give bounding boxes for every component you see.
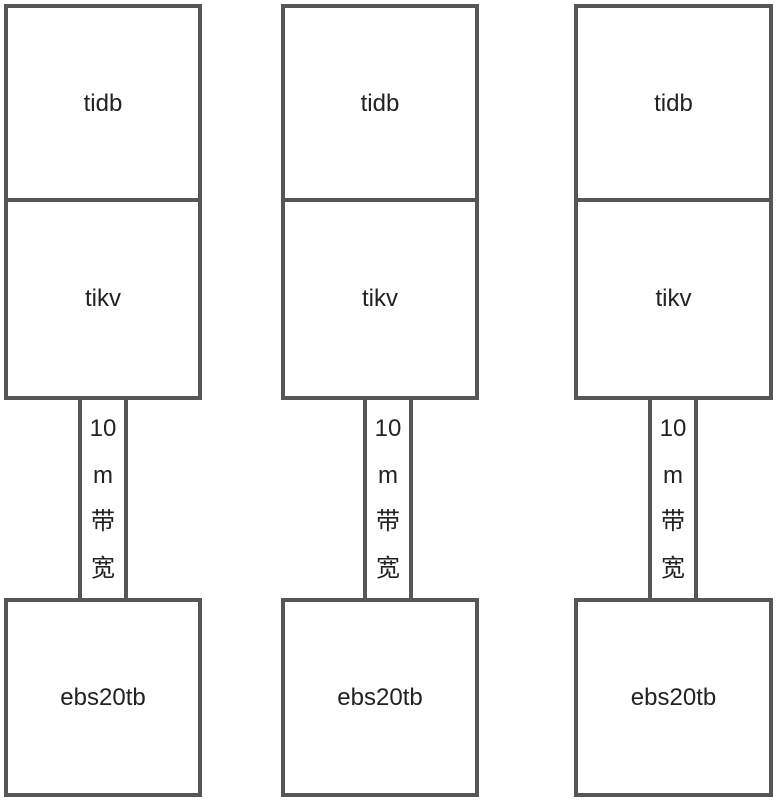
bandwidth-label-char: 宽 (91, 554, 115, 582)
tikv-node: tikv (281, 198, 479, 400)
tidb-node: tidb (4, 4, 202, 203)
tikv-node: tikv (4, 198, 202, 400)
ebs-storage-node: ebs20tb (4, 598, 202, 797)
bandwidth-label-char: 带 (91, 508, 115, 536)
bandwidth-label-char: 宽 (376, 554, 400, 582)
tidb-node: tidb (574, 4, 773, 203)
ebs-storage-node: ebs20tb (281, 598, 479, 797)
bandwidth-label-char: 带 (376, 508, 400, 536)
bandwidth-label-char: 10 (659, 415, 687, 443)
tidb-node: tidb (281, 4, 479, 203)
bandwidth-label-char: 宽 (661, 554, 685, 582)
bandwidth-label-char: 10 (89, 415, 117, 443)
tikv-node: tikv (574, 198, 773, 400)
bandwidth-label-char: m (663, 461, 683, 489)
bandwidth-label-char: m (378, 461, 398, 489)
bandwidth-label-char: 带 (661, 508, 685, 536)
bandwidth-label-char: m (93, 461, 113, 489)
bandwidth-label-char: 10 (374, 415, 402, 443)
ebs-storage-node: ebs20tb (574, 598, 773, 797)
